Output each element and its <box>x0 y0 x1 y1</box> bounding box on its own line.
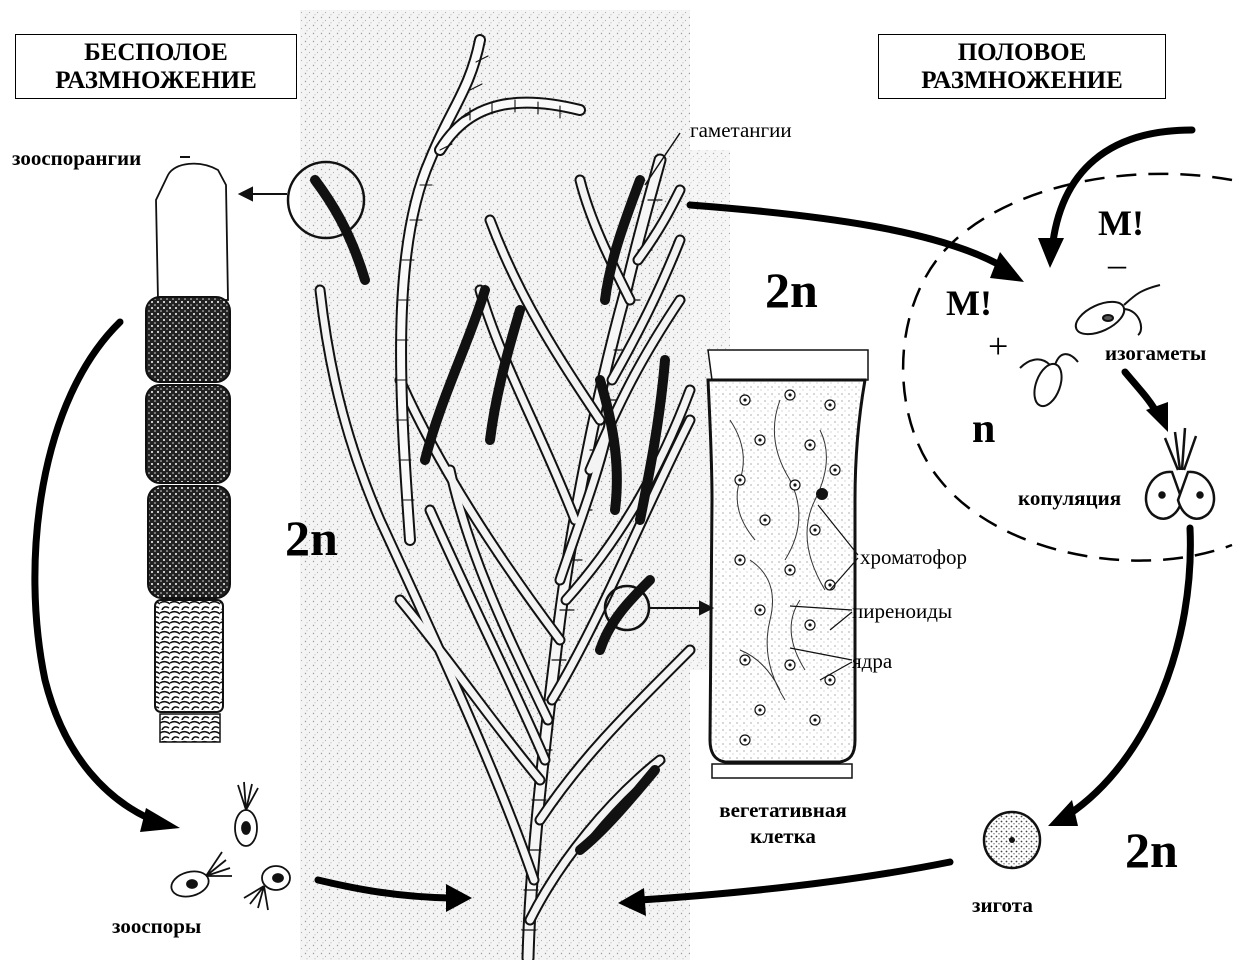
sexual-reproduction-title: ПОЛОВОЕ РАЗМНОЖЕНИЕ <box>878 34 1166 99</box>
zoosporangium-filament <box>146 164 230 742</box>
ploidy-asexual: 2n <box>285 513 338 563</box>
isogamete-minus-drawing <box>1071 285 1160 341</box>
label-zoosporangia: зооспорангии <box>12 146 141 170</box>
ploidy-thallus: 2n <box>765 265 818 315</box>
copulating-gametes-drawing <box>1146 428 1214 519</box>
label-copulation: копуляция <box>1018 486 1121 510</box>
meiosis-mark-left: М! <box>946 285 992 321</box>
zygote-drawing <box>984 812 1040 868</box>
asexual-reproduction-title: БЕСПОЛОЕ РАЗМНОЖЕНИЕ <box>15 34 297 99</box>
vegetative-cell-drawing <box>708 350 868 778</box>
label-zygote: зигота <box>972 893 1033 917</box>
label-pyrenoids: пиреноиды <box>852 599 952 623</box>
ploidy-zygote: 2n <box>1125 825 1178 875</box>
label-vegetative-cell: вегетативная клетка <box>700 797 866 849</box>
ploidy-gametes: n <box>972 408 995 450</box>
sexual-title-line1: ПОЛОВОЕ <box>879 39 1165 67</box>
asexual-title-line2: РАЗМНОЖЕНИЕ <box>16 67 296 95</box>
zoospores-drawing <box>169 782 290 910</box>
meiosis-mark-top: М! <box>1098 205 1144 241</box>
label-vegetative-line1: вегетативная <box>700 797 866 823</box>
isogamete-plus-drawing <box>1020 354 1078 410</box>
label-isogametes: изогаметы <box>1105 341 1206 365</box>
label-vegetative-line2: клетка <box>700 823 866 849</box>
label-gametangia: гаметангии <box>690 118 792 142</box>
plus-mating-sign: + <box>988 328 1008 364</box>
label-chromatophore: хроматофор <box>860 545 967 569</box>
label-nuclei: ядра <box>852 649 892 673</box>
minus-mating-sign: – <box>1108 246 1126 282</box>
asexual-title-line1: БЕСПОЛОЕ <box>16 39 296 67</box>
sexual-title-line2: РАЗМНОЖЕНИЕ <box>879 67 1165 95</box>
label-zoospores: зооспоры <box>112 914 201 938</box>
